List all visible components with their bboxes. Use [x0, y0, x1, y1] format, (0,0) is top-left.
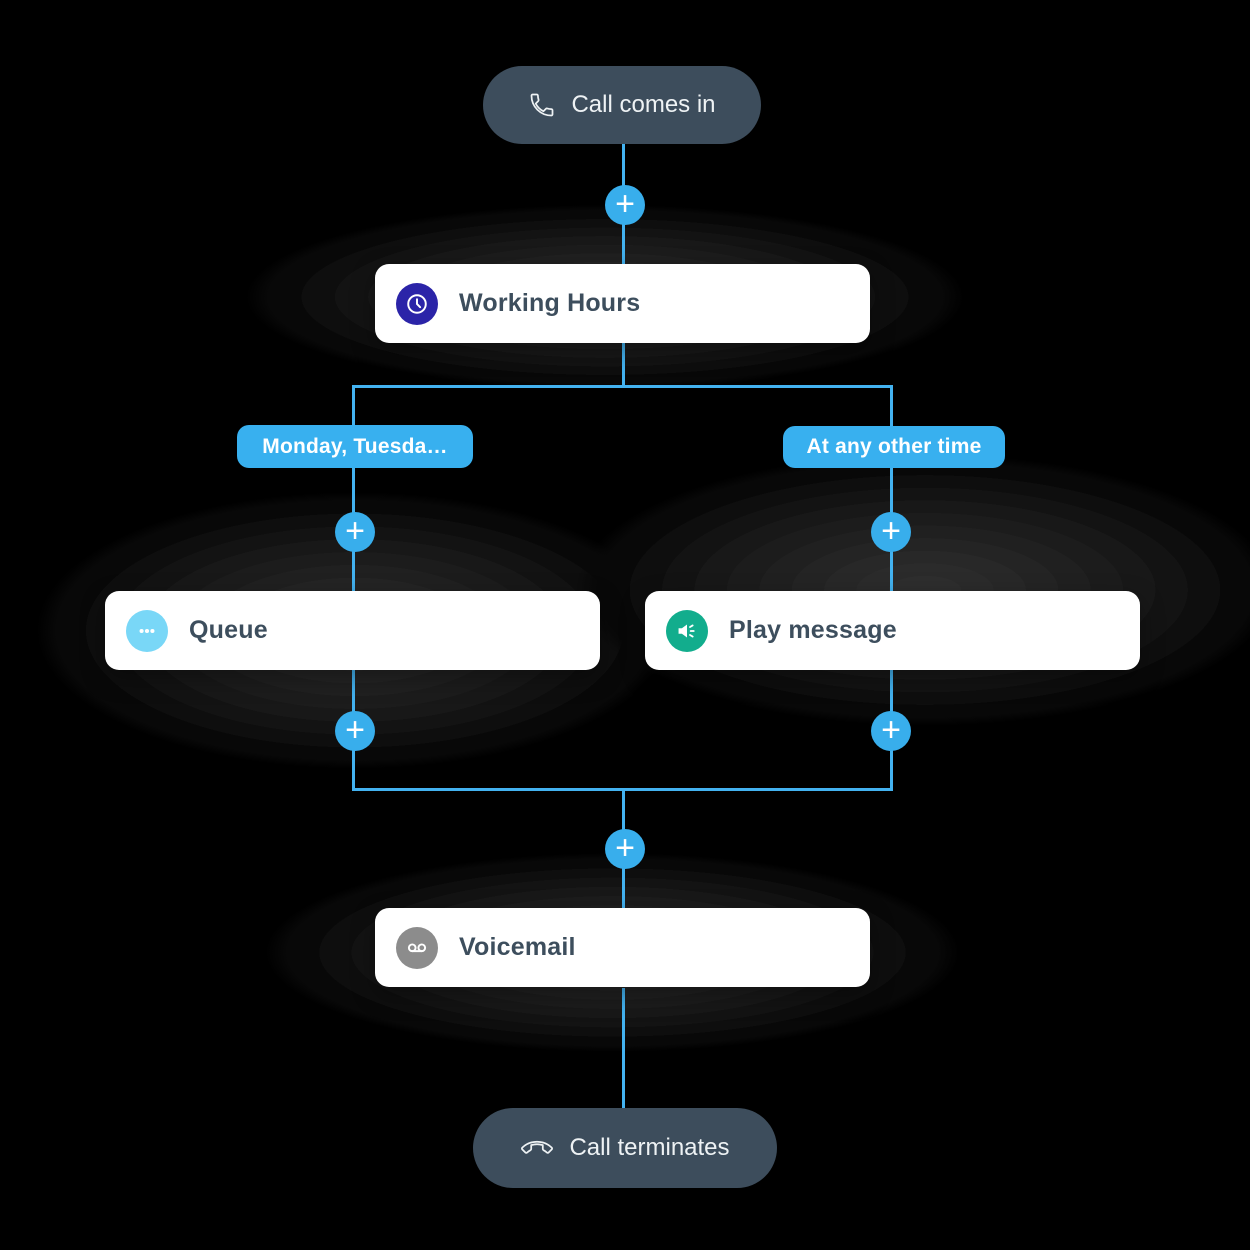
play-message-node[interactable]: Play message: [645, 591, 1140, 670]
clock-icon: [396, 282, 438, 325]
node-title: Voicemail: [459, 933, 576, 961]
node-title: Queue: [189, 616, 268, 644]
add-step-button[interactable]: +: [871, 512, 911, 552]
working-hours-node[interactable]: Working Hours: [375, 264, 870, 343]
megaphone-icon: [666, 609, 708, 652]
call-terminates-node[interactable]: Call terminates: [473, 1108, 777, 1188]
add-step-button[interactable]: +: [605, 829, 645, 869]
call-comes-in-node[interactable]: Call comes in: [483, 66, 761, 144]
ellipsis-icon: [126, 609, 168, 652]
add-step-button[interactable]: +: [605, 185, 645, 225]
add-step-button[interactable]: +: [335, 512, 375, 552]
connector-line: [622, 343, 625, 388]
queue-node[interactable]: Queue: [105, 591, 600, 670]
connector-line: [352, 385, 355, 591]
connector-line: [890, 385, 893, 591]
add-step-button[interactable]: +: [871, 711, 911, 751]
add-step-button[interactable]: +: [335, 711, 375, 751]
exit-label: Call terminates: [569, 1134, 730, 1161]
branch-label-other-time[interactable]: At any other time: [783, 426, 1005, 468]
voicemail-node[interactable]: Voicemail: [375, 908, 870, 987]
entry-label: Call comes in: [571, 91, 716, 118]
voicemail-icon: [396, 926, 438, 969]
phone-icon: [528, 91, 556, 119]
node-title: Working Hours: [459, 289, 641, 317]
connector-line: [622, 988, 625, 1108]
connector-line: [352, 385, 893, 388]
shadow-glow: [565, 450, 1250, 730]
node-title: Play message: [729, 616, 897, 644]
phone-down-icon: [520, 1131, 554, 1165]
branch-label-weekdays[interactable]: Monday, Tuesda…: [237, 425, 473, 468]
